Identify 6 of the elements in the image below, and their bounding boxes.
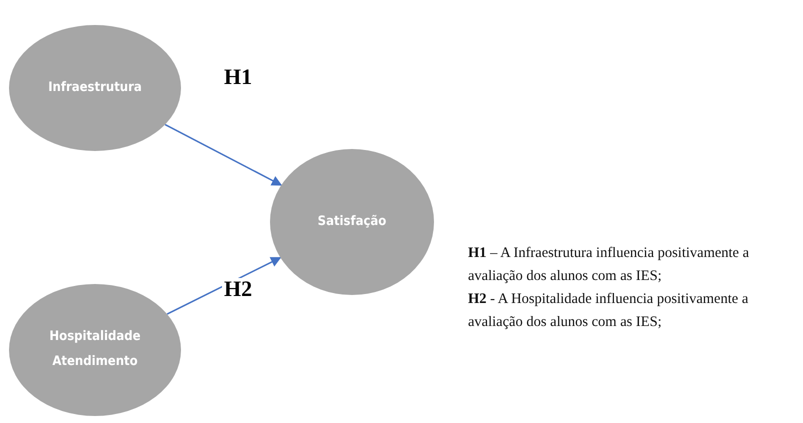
hypothesis-note: H1 – A Infraestrutura influencia positivamente a avaliação dos alunos com as IES;	[468, 244, 750, 286]
node-label: Satisfação	[316, 212, 388, 231]
arrow	[164, 124, 282, 186]
node-label: Hospitalidade Atendimento	[48, 328, 142, 371]
hypothesis-note: H2 - A Hospitalidade influencia positivamente a avaliação dos alunos com as IES;	[468, 290, 750, 332]
node-label: Infraestrutura	[47, 78, 143, 97]
